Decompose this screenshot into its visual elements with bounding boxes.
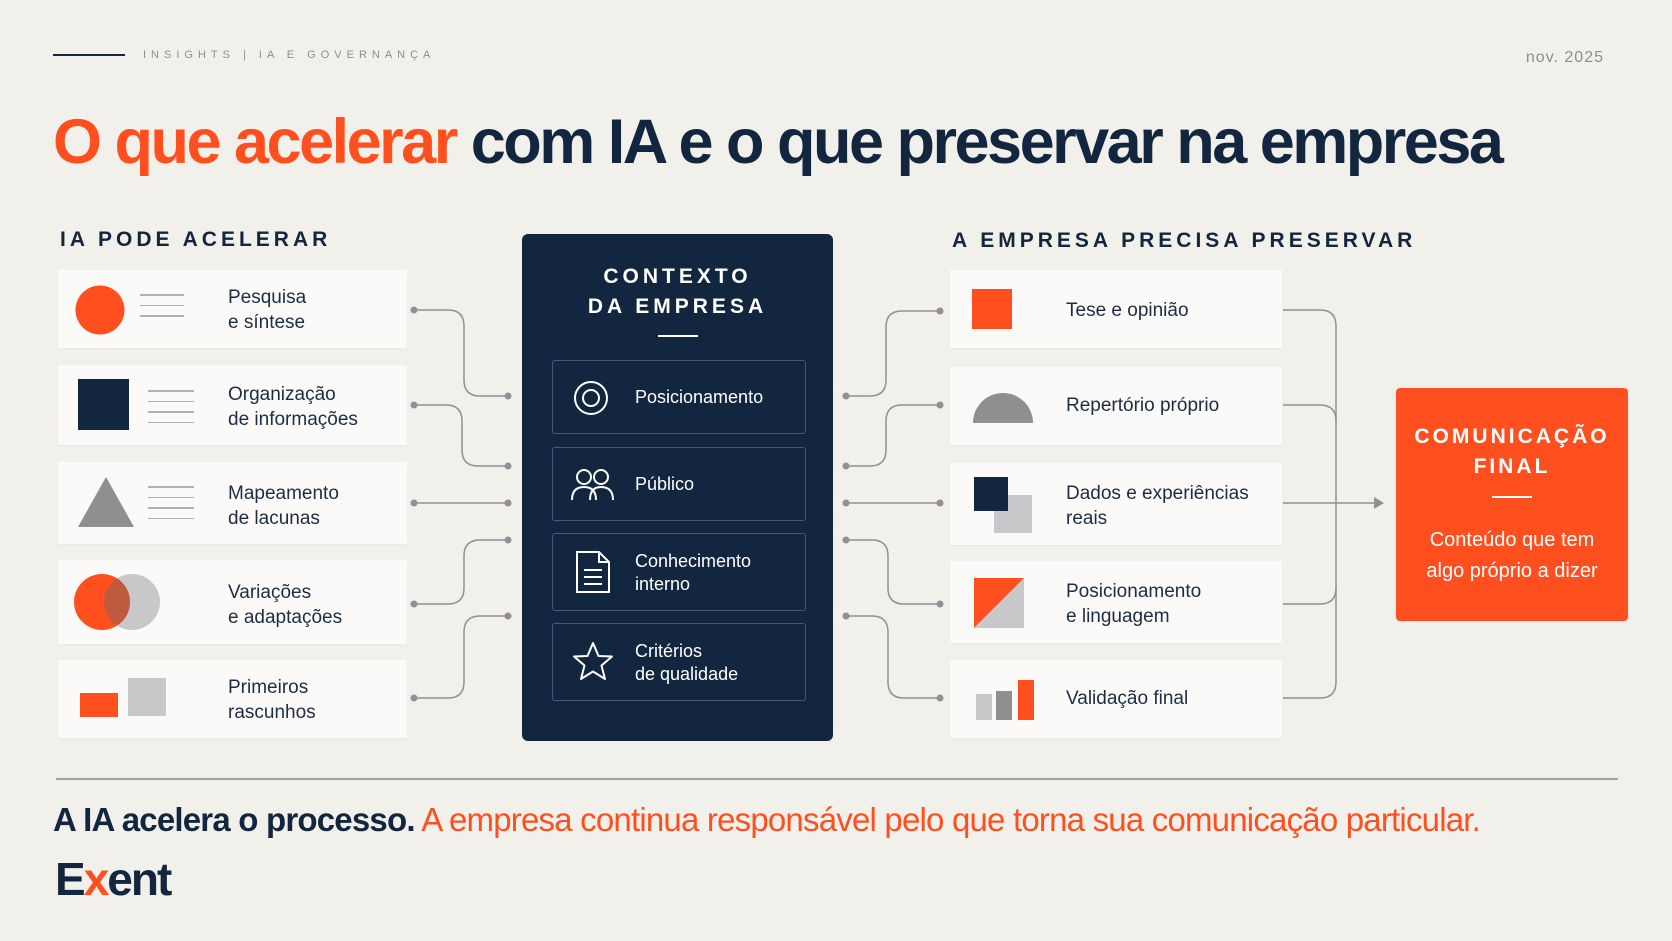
header-date: nov. 2025 [1525, 49, 1604, 66]
left-card-label: Mapeamento de lacunas [228, 483, 339, 529]
connector-right-1 [846, 310, 940, 397]
target-icon [574, 381, 608, 415]
text-lines-icon [148, 486, 194, 528]
orange-square-icon [972, 289, 1012, 329]
right-card-thesis: Tese e opinião [950, 270, 1282, 348]
connector-left-1 [414, 309, 508, 397]
right-card-label: Repertório próprio [1066, 395, 1220, 416]
right-card-validation: Validação final [950, 660, 1282, 738]
header-kicker: INSIGHTS | IA E GOVERNANÇA [143, 49, 436, 61]
logo-x: x [83, 853, 110, 905]
page-title: O que acelerar com IA e o que preservar … [53, 107, 1504, 177]
context-item-positioning: Posicionamento [552, 360, 806, 434]
left-card-variations: Variações e adaptações [58, 560, 407, 644]
final-text: Conteúdo que tem algo próprio a dizer [1426, 529, 1598, 582]
left-heading: IA PODE ACELERAR [60, 228, 332, 251]
connector-left-5 [414, 615, 508, 699]
connector-right-2 [846, 404, 940, 467]
document-icon [576, 551, 610, 593]
context-title: CONTEXTO DA EMPRESA [587, 265, 768, 318]
left-card-label: Primeiros rascunhos [228, 677, 316, 723]
context-item-label: Posicionamento [635, 387, 764, 407]
stacked-squares-icon [974, 477, 1032, 533]
connector-left-4 [414, 539, 508, 605]
footer-rule [56, 778, 1618, 780]
right-card-repertoire: Repertório próprio [950, 367, 1282, 445]
left-card-label: Variações e adaptações [228, 582, 343, 628]
right-card-label: Validação final [1066, 688, 1189, 709]
right-card-label: Posicionamento e linguagem [1066, 581, 1202, 627]
header-rule [53, 54, 125, 56]
bar-chart-icon [976, 680, 1034, 720]
right-card-data: Dados e experiências reais [950, 463, 1282, 545]
context-item-label: Público [635, 474, 695, 494]
left-card-label: Pesquisa e síntese [228, 287, 307, 333]
context-panel: CONTEXTO DA EMPRESA Posicionamento Públi… [522, 234, 833, 741]
left-card-research: Pesquisa e síntese [58, 270, 407, 348]
connector-right-4 [846, 539, 940, 605]
left-card-mapping: Mapeamento de lacunas [58, 462, 407, 544]
right-card-label: Tese e opinião [1066, 300, 1189, 321]
arrow-head-icon [1374, 497, 1384, 509]
context-rule [658, 335, 698, 337]
half-circle-icon [973, 393, 1033, 423]
tagline-part-b: A empresa continua responsável pelo que … [414, 801, 1481, 838]
text-lines-icon [148, 390, 194, 432]
context-item-label: Critérios de qualidade [635, 641, 739, 684]
left-card-organization: Organização de informações [58, 365, 407, 445]
final-title: COMUNICAÇÃO FINAL [1414, 425, 1610, 478]
connector-merge-outer [1283, 309, 1337, 699]
context-item-audience: Público [552, 447, 806, 521]
tagline-part-a: A IA acelera o processo. [53, 801, 415, 838]
left-card-label: Organização de informações [228, 384, 358, 430]
left-card-drafts: Primeiros rascunhos [58, 660, 407, 738]
final-rule [1492, 496, 1532, 498]
context-item-label: Conhecimento interno [635, 551, 752, 594]
text-lines-icon [140, 294, 184, 326]
connector-left-2 [414, 404, 508, 467]
overlapping-circles-icon [74, 574, 160, 630]
title-highlight: O que acelerar [53, 107, 458, 177]
logo-e: E [55, 853, 86, 905]
context-item-criteria: Critérios de qualidade [552, 623, 806, 701]
draft-rectangles-icon [80, 678, 166, 717]
orange-circle-icon [75, 285, 125, 335]
footer-tagline: A IA acelera o processo. A empresa conti… [53, 800, 1481, 840]
right-card-label: Dados e experiências reais [1066, 483, 1249, 529]
logo-rest: ent [107, 853, 172, 905]
right-card-language: Posicionamento e linguagem [950, 561, 1282, 643]
brand-logo: Exent [55, 853, 172, 905]
final-communication-box: COMUNICAÇÃO FINAL Conteúdo que tem algo … [1396, 388, 1628, 621]
people-icon [571, 469, 614, 501]
title-rest: com IA e o que preservar na empresa [455, 107, 1504, 177]
context-item-knowledge: Conhecimento interno [552, 533, 806, 611]
gray-triangle-icon [78, 477, 134, 527]
connector-right-5 [846, 615, 940, 699]
right-heading: A EMPRESA PRECISA PRESERVAR [952, 229, 1417, 252]
star-icon [573, 642, 613, 680]
navy-square-icon [78, 379, 129, 430]
diagonal-square-icon [974, 578, 1024, 628]
